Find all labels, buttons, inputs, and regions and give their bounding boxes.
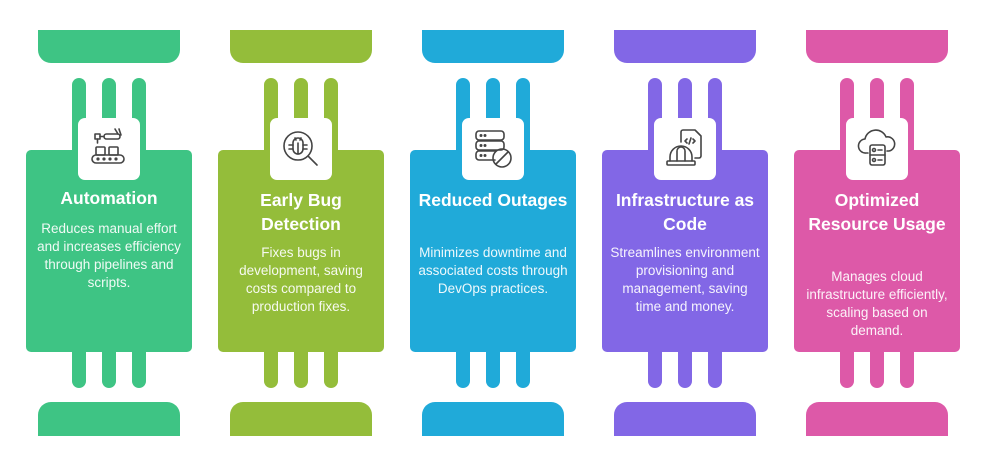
hardhat-code-icon — [654, 118, 716, 180]
bottom-cap — [38, 402, 180, 436]
top-cap — [806, 30, 948, 63]
bottom-pillar — [900, 345, 914, 388]
top-cap — [422, 30, 564, 63]
column-early-bug-detection: Early Bug Detection Fixes bugs in develo… — [218, 0, 384, 462]
bottom-pillar — [708, 345, 722, 388]
column-infrastructure-as-code: Infrastructure as Code Streamlines envir… — [602, 0, 768, 462]
bottom-cap — [614, 402, 756, 436]
card-description: Reduces manual effort and increases effi… — [37, 221, 181, 290]
card-title: Automation — [60, 188, 158, 208]
column-optimized-resource-usage: Optimized Resource Usage Manages cloud i… — [794, 0, 960, 462]
bug-magnifier-icon — [270, 118, 332, 180]
bottom-cap — [422, 402, 564, 436]
bottom-pillar — [870, 345, 884, 388]
bottom-cap — [806, 402, 948, 436]
card: Reduced Outages Minimizes downtime and a… — [410, 150, 576, 352]
bottom-pillar — [264, 345, 278, 388]
top-cap — [614, 30, 756, 63]
card-description: Fixes bugs in development, saving costs … — [239, 245, 363, 314]
bottom-pillar — [132, 345, 146, 388]
card-description: Manages cloud infrastructure efficiently… — [806, 269, 948, 338]
card-title: Optimized Resource Usage — [808, 190, 946, 234]
card: Optimized Resource Usage Manages cloud i… — [794, 150, 960, 352]
card-title: Infrastructure as Code — [615, 190, 755, 234]
bottom-pillar — [324, 345, 338, 388]
cloud-server-icon — [846, 118, 908, 180]
bottom-pillar — [72, 345, 86, 388]
bottom-pillar — [102, 345, 116, 388]
robotic-arm-conveyor-icon — [78, 118, 140, 180]
card: Early Bug Detection Fixes bugs in develo… — [218, 150, 384, 352]
server-blocked-icon — [462, 118, 524, 180]
bottom-pillar — [294, 345, 308, 388]
bottom-pillar — [840, 345, 854, 388]
bottom-pillar — [486, 345, 500, 388]
card-description: Streamlines environment provisioning and… — [610, 245, 760, 314]
top-cap — [38, 30, 180, 63]
card-description: Minimizes downtime and associated costs … — [418, 245, 568, 296]
bottom-cap — [230, 402, 372, 436]
card: Automation Reduces manual effort and inc… — [26, 150, 192, 352]
column-reduced-outages: Reduced Outages Minimizes downtime and a… — [410, 0, 576, 462]
bottom-pillar — [648, 345, 662, 388]
bottom-pillar — [456, 345, 470, 388]
top-cap — [230, 30, 372, 63]
column-automation: Automation Reduces manual effort and inc… — [26, 0, 192, 462]
card-title: Reduced Outages — [418, 190, 568, 210]
card: Infrastructure as Code Streamlines envir… — [602, 150, 768, 352]
bottom-pillar — [516, 345, 530, 388]
card-title: Early Bug Detection — [260, 190, 342, 234]
bottom-pillar — [678, 345, 692, 388]
